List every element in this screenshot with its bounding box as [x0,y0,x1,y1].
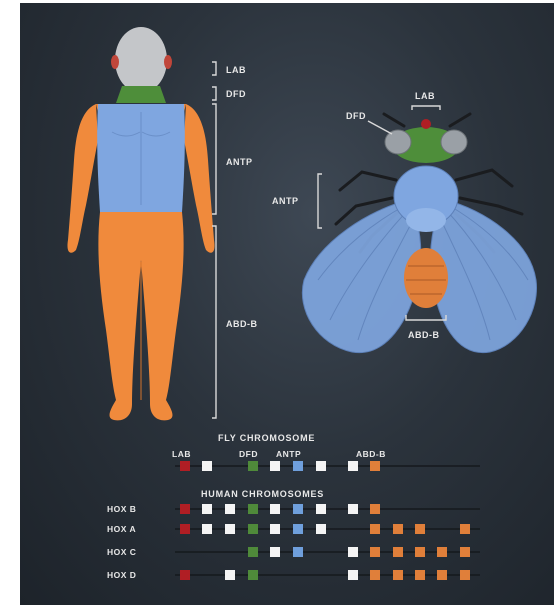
gene-box [460,524,470,534]
gene-box [415,524,425,534]
gene-box [348,570,358,580]
fly-chromosome-title: FLY CHROMOSOME [218,433,315,443]
fly-label-antp: ANTP [272,196,299,206]
gene-box [248,524,258,534]
gene-box [225,504,235,514]
human-ear-left [111,55,119,69]
fly-label-abdb: ABD-B [408,330,440,340]
human-label-lab: LAB [226,65,246,75]
gene-box [393,547,403,557]
gene-box [225,524,235,534]
fly-gene-label-lab: LAB [172,449,191,459]
human-head [115,27,167,93]
hox-c-label: HOX C [107,547,136,557]
fly-chromosome-row [175,461,480,471]
fly-label-lab: LAB [415,91,435,101]
gene-box [270,461,280,471]
gene-box [202,504,212,514]
hox-b-row [175,504,480,514]
gene-box [293,461,303,471]
gene-box [348,504,358,514]
gene-box [293,524,303,534]
gene-box [370,547,380,557]
hox-a-label: HOX A [107,524,136,534]
gene-box [270,524,280,534]
human-figure [67,27,214,420]
gene-box [370,524,380,534]
gene-box [437,570,447,580]
human-chromosomes-title: HUMAN CHROMOSOMES [201,489,324,499]
fly-eye-right [441,130,467,154]
human-label-abdb: ABD-B [226,319,258,329]
fly-eye-left [385,130,411,154]
gene-box [348,547,358,557]
fly-figure [302,114,536,353]
gene-box [393,524,403,534]
gene-box [180,504,190,514]
human-neck [116,86,166,103]
gene-box [415,570,425,580]
gene-box [248,504,258,514]
gene-box [180,524,190,534]
gene-box [270,547,280,557]
human-label-antp: ANTP [226,157,253,167]
gene-box [316,524,326,534]
gene-box [202,524,212,534]
hox-b-label: HOX B [107,504,136,514]
gene-box [316,504,326,514]
gene-box [370,461,380,471]
gene-box [248,570,258,580]
human-ear-right [164,55,172,69]
human-label-dfd: DFD [226,89,246,99]
gene-box [437,547,447,557]
gene-box [460,547,470,557]
gene-box [225,570,235,580]
gene-box [370,504,380,514]
gene-box [180,461,190,471]
fly-abdomen [404,248,448,308]
gene-box [348,461,358,471]
gene-box [370,570,380,580]
fly-lab-dot [421,119,431,129]
fly-label-dfd: DFD [346,111,366,121]
gene-box [293,547,303,557]
gene-box [270,504,280,514]
gene-box [248,461,258,471]
hox-d-label: HOX D [107,570,136,580]
gene-box [460,570,470,580]
human-arm-right [184,104,215,253]
fly-gene-label-abdb: ABD-B [356,449,386,459]
hox-d-row [175,570,480,580]
gene-box [393,570,403,580]
gene-box [316,461,326,471]
human-arm-left [67,104,98,253]
hox-a-row [175,524,480,534]
gene-box [415,547,425,557]
fly-gene-label-dfd: DFD [239,449,258,459]
gene-box [293,504,303,514]
hox-c-row [175,547,480,557]
gene-box [180,570,190,580]
gene-box [202,461,212,471]
fly-gene-label-antp: ANTP [276,449,301,459]
gene-box [248,547,258,557]
